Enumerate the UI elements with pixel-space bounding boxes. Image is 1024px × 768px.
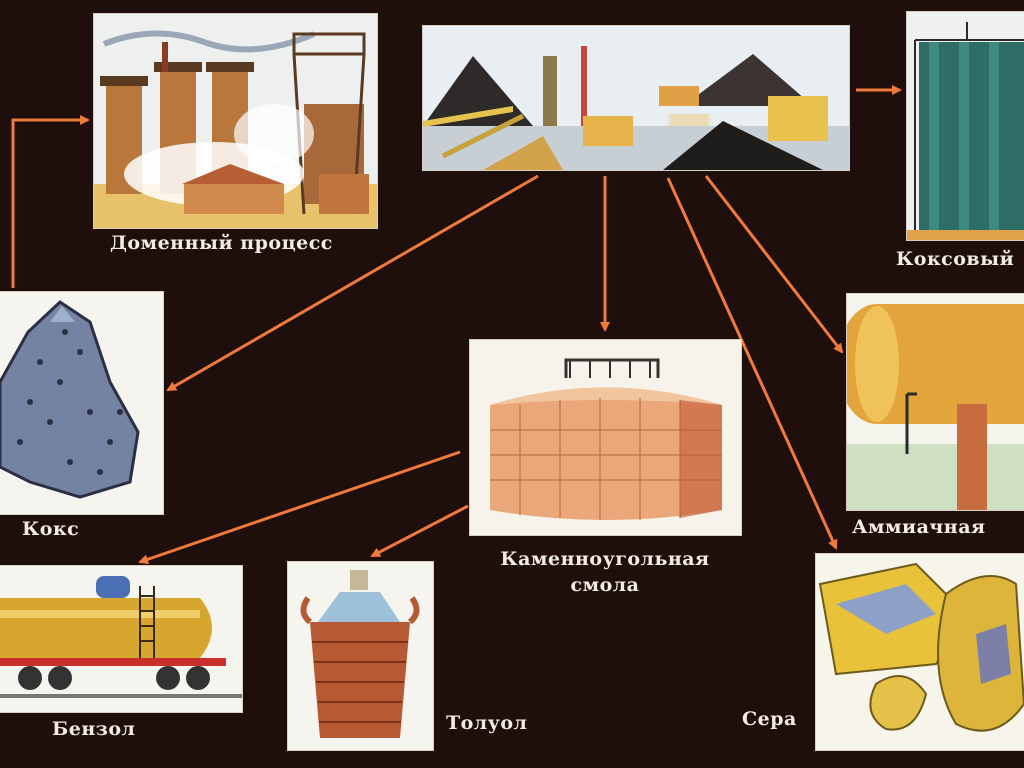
sulfur-panel: [816, 554, 1024, 750]
coal-tar-label-line1: Каменноугольная: [500, 548, 710, 570]
ammonia-tank-illustration: [847, 294, 1024, 510]
arrow-mine-to-ammonia: [704, 175, 844, 354]
sulfur-label: Сера: [742, 708, 797, 730]
gas-holder-illustration: [907, 12, 1024, 240]
toluene-label: Толуол: [446, 712, 528, 734]
blast-furnace-panel: [94, 14, 377, 228]
sulfur-crystals-illustration: [816, 554, 1024, 750]
coke-gas-label: Коксовый: [896, 248, 1015, 270]
wicker-bottle-illustration: [288, 562, 433, 750]
coal-tar-panel: [470, 340, 741, 535]
coke-gas-panel: [907, 12, 1024, 240]
coal-mine-panel: [423, 26, 849, 170]
arrow-tar-to-benzene: [138, 450, 461, 565]
ammonia-panel: [847, 294, 1024, 510]
coke-label: Кокс: [22, 518, 80, 540]
arrow-coke-to-blast-furnace: [11, 115, 90, 288]
blast-furnace-illustration: [94, 14, 377, 228]
benzene-label: Бензол: [52, 718, 136, 740]
tar-tank-illustration: [470, 340, 741, 535]
coal-tar-label-line2: смола: [570, 574, 640, 596]
blast-furnace-label: Доменный процесс: [110, 232, 333, 254]
tank-car-illustration: [0, 566, 242, 712]
coke-panel: [0, 292, 163, 514]
benzene-panel: [0, 566, 242, 712]
coke-lump-illustration: [0, 292, 163, 514]
ammonia-label: Аммиачная: [852, 516, 986, 538]
toluene-panel: [288, 562, 433, 750]
coal-mine-illustration: [423, 26, 849, 170]
